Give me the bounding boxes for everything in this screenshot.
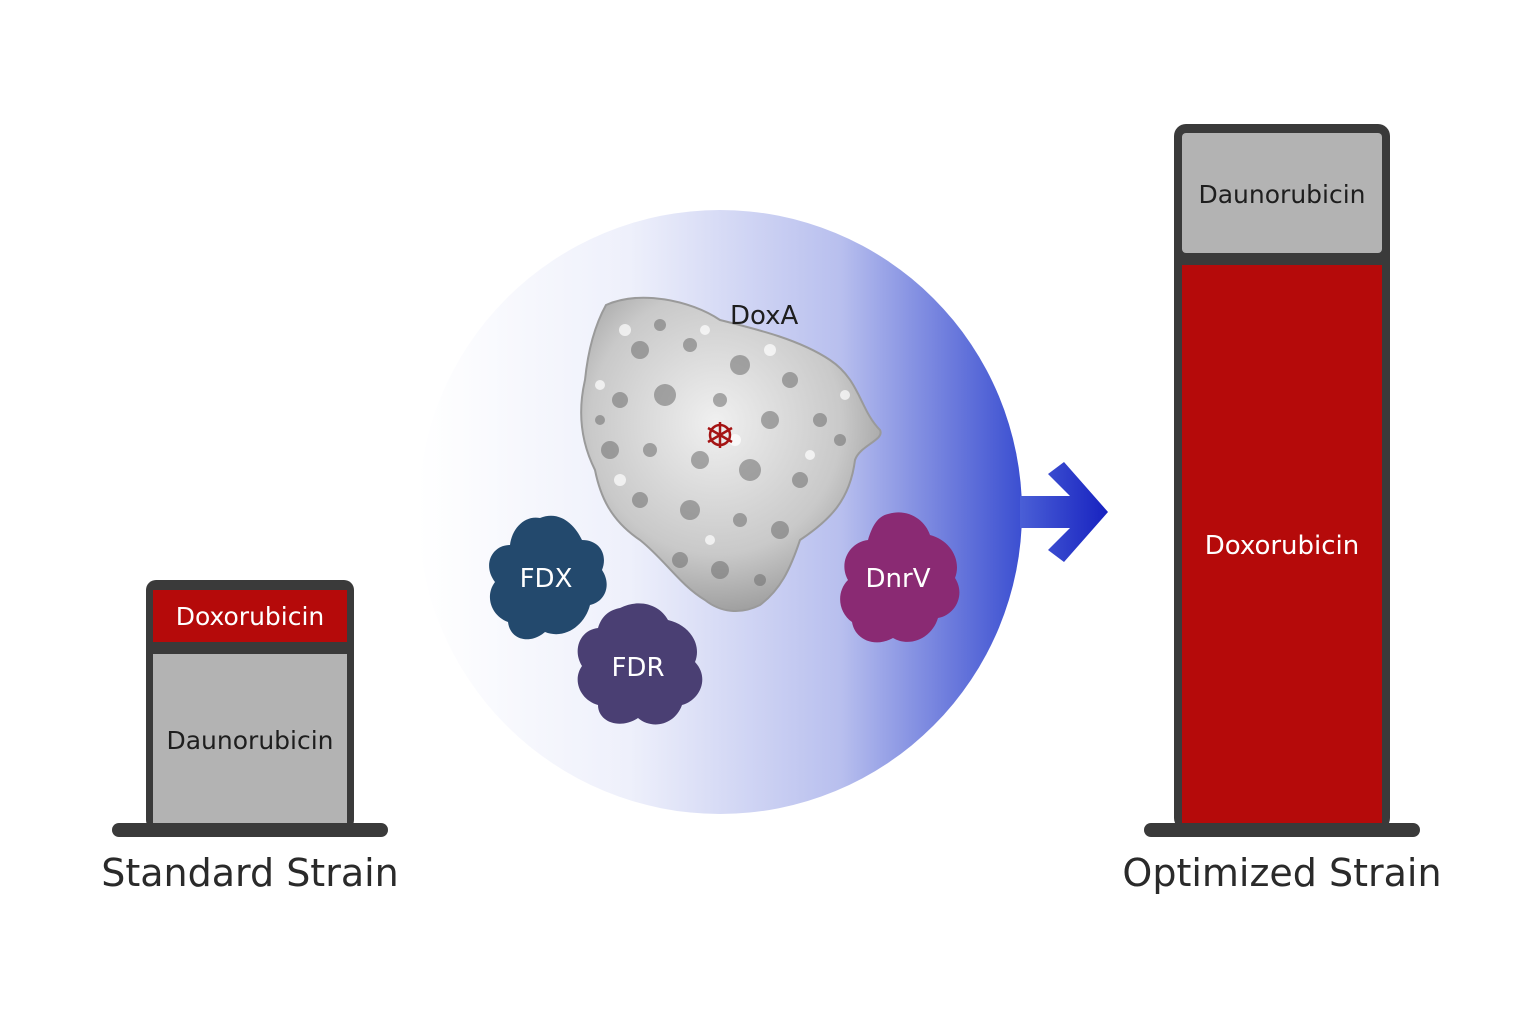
optimized-strain-label: Optimized Strain	[1122, 851, 1441, 895]
standard-daunorubicin-segment	[153, 654, 347, 824]
standard-base	[112, 823, 388, 837]
fdr-protein: FDR	[577, 603, 703, 725]
standard-top-label: Doxorubicin	[176, 602, 325, 631]
dnrv-icon	[840, 512, 960, 643]
heme-ligand-icon	[707, 422, 733, 448]
enzyme-complex: DoxA FDX FDR DnrV	[418, 210, 1022, 814]
standard-bottom-label: Daunorubicin	[166, 726, 333, 755]
standard-doxorubicin-segment	[153, 590, 347, 642]
optimized-base	[1144, 823, 1420, 837]
optimized-doxorubicin-segment	[1182, 265, 1382, 824]
fdx-protein: FDX	[489, 515, 607, 640]
dnrv-protein: DnrV	[840, 512, 960, 643]
optimized-strain-bar: Daunorubicin Doxorubicin	[1144, 124, 1420, 837]
standard-strain-label: Standard Strain	[101, 851, 399, 895]
standard-strain-bar: Doxorubicin Daunorubicin	[112, 580, 388, 837]
optimized-daunorubicin-segment	[1182, 133, 1382, 253]
fdr-label: FDR	[611, 653, 664, 683]
optimized-bottom-label: Doxorubicin	[1205, 531, 1360, 561]
optimized-top-label: Daunorubicin	[1198, 180, 1365, 209]
dnrv-label: DnrV	[866, 564, 931, 594]
doxa-label: DoxA	[730, 301, 799, 331]
fdx-icon	[489, 515, 607, 640]
right-arrow-icon	[1020, 462, 1108, 562]
fdr-icon	[577, 603, 703, 725]
doxa-protein-icon	[580, 296, 882, 612]
fdx-label: FDX	[520, 564, 573, 594]
